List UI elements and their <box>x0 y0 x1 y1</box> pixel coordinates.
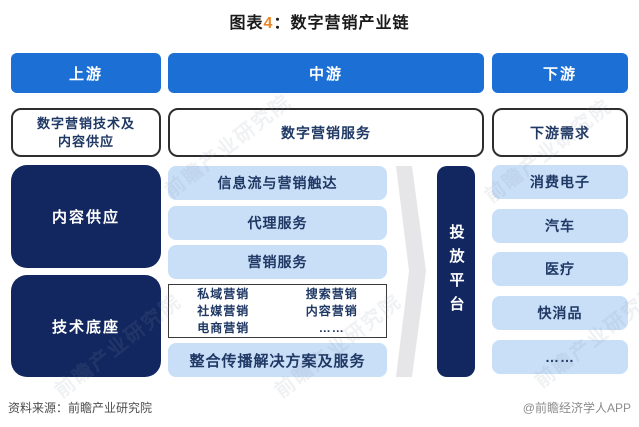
subheader-upstream: 数字营销技术及 内容供应 <box>11 108 161 157</box>
figure-title: 图表4：数字营销产业链 <box>0 9 639 33</box>
header-upstream: 上游 <box>11 53 161 93</box>
service-feed-reach: 信息流与营销触达 <box>168 166 387 200</box>
figure-number: 4 <box>263 15 274 32</box>
flow-arrow-icon <box>396 166 426 377</box>
header-downstream: 下游 <box>492 53 628 93</box>
industry-consumer-electronics: 消费电子 <box>492 165 628 199</box>
industry-automotive: 汽车 <box>492 209 628 243</box>
source-note: 资料来源：前瞻产业研究院 <box>8 401 153 415</box>
marketing-type: …… <box>318 320 345 335</box>
figure-title-prefix: 图表 <box>229 15 264 32</box>
subheader-midstream: 数字营销服务 <box>168 108 484 157</box>
marketing-type: 私域营销 <box>197 286 250 301</box>
service-agency: 代理服务 <box>168 206 387 240</box>
marketing-type: 社媒营销 <box>197 303 250 318</box>
marketing-type: 搜索营销 <box>305 286 358 301</box>
subheader-downstream: 下游需求 <box>492 108 628 157</box>
solution-box: 整合传播解决方案及服务 <box>168 343 387 377</box>
figure-title-text: ：数字营销产业链 <box>273 15 410 32</box>
block-placement-platform: 投放平台 <box>437 166 475 377</box>
placement-platform-label: 投放平台 <box>447 223 465 320</box>
header-midstream: 中游 <box>168 53 484 93</box>
marketing-type: 内容营销 <box>305 303 358 318</box>
marketing-types-left-column: 私域营销 社媒营销 电商营销 <box>197 286 249 337</box>
service-marketing: 营销服务 <box>168 245 387 279</box>
industry-healthcare: 医疗 <box>492 252 628 286</box>
industry-fmcg: 快消品 <box>492 296 628 330</box>
credit-note: @前瞻经济学人APP <box>522 401 631 415</box>
marketing-type: 电商营销 <box>197 320 250 335</box>
block-tech-base: 技术底座 <box>11 275 161 377</box>
watermark-text: 前瞻产业研究院 <box>531 280 639 393</box>
marketing-types-right-column: 搜索营销 内容营销 …… <box>306 286 358 337</box>
industry-ellipsis: …… <box>492 340 628 374</box>
block-content-supply: 内容供应 <box>11 165 161 268</box>
marketing-types-box: 私域营销 社媒营销 电商营销 搜索营销 内容营销 …… <box>168 284 387 338</box>
